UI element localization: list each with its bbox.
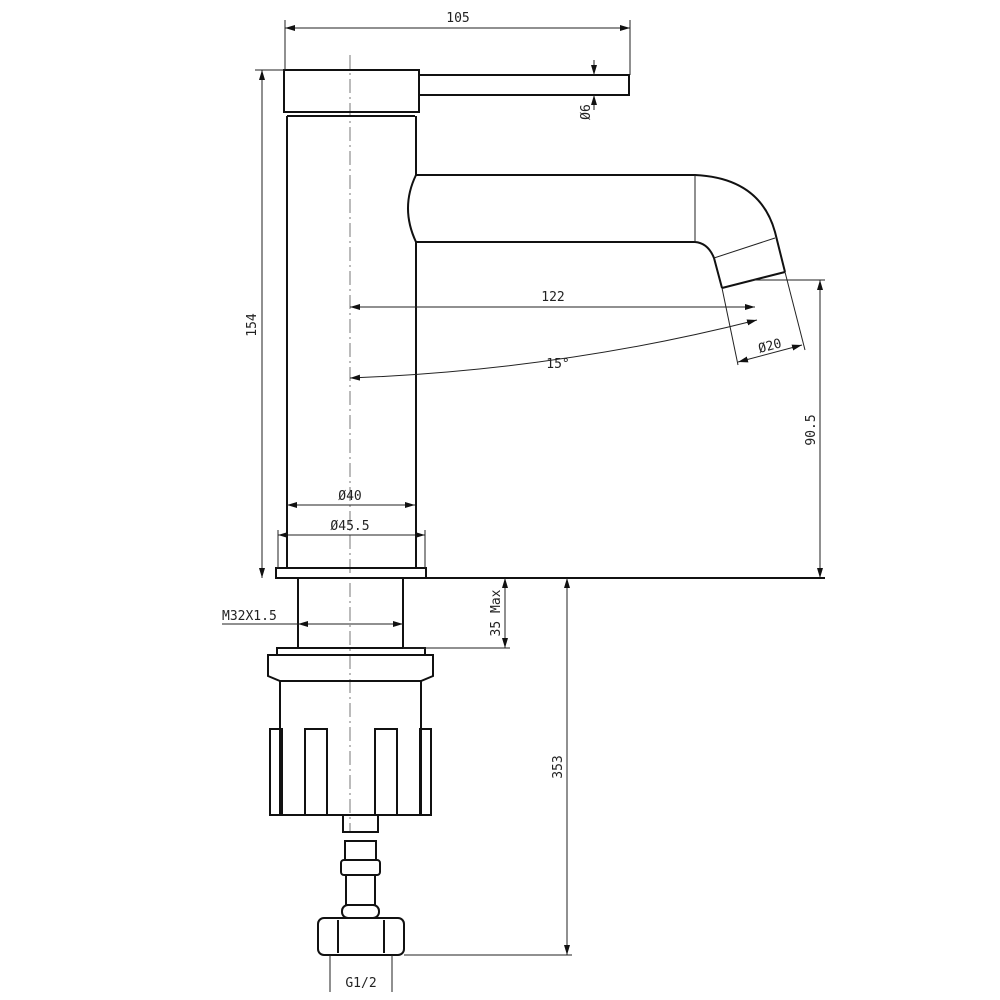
dim-body-diameter: Ø40	[338, 489, 361, 504]
dim-angle: 15°	[546, 357, 569, 372]
stem	[342, 814, 379, 833]
base-ring	[275, 567, 427, 579]
dim-lever-diameter: Ø6	[579, 104, 594, 120]
lever-handle	[418, 74, 630, 96]
handle-cap	[283, 69, 420, 113]
dim-connection: G1/2	[345, 976, 376, 991]
dim-outlet-diameter: Ø20	[757, 336, 784, 357]
nut-rib	[269, 728, 283, 816]
nut-rib	[304, 728, 328, 816]
nut-rib	[374, 728, 398, 816]
dim-35-max: 35 Max	[489, 589, 504, 636]
dim-353: 353	[551, 755, 566, 778]
dim-thread: M32X1.5	[222, 609, 277, 624]
faucet-body	[275, 69, 786, 579]
dim-base-diameter: Ø45.5	[330, 519, 369, 534]
dimension-labels: 105 Ø6 154 122 15° Ø20 90.5 Ø40 Ø45.5 M3…	[222, 11, 819, 991]
mounting-assembly	[267, 577, 434, 956]
nut-rib	[419, 728, 432, 816]
spout-top	[416, 174, 786, 273]
hex-connector	[317, 917, 405, 956]
dim-154: 154	[245, 313, 260, 337]
dim-122: 122	[541, 290, 564, 305]
hose-pipe	[344, 840, 377, 861]
dim-105: 105	[446, 11, 469, 26]
spout-joint	[407, 174, 417, 243]
dimension-lines	[222, 20, 825, 992]
dim-90-5: 90.5	[804, 414, 819, 445]
spout-bottom	[416, 241, 723, 289]
